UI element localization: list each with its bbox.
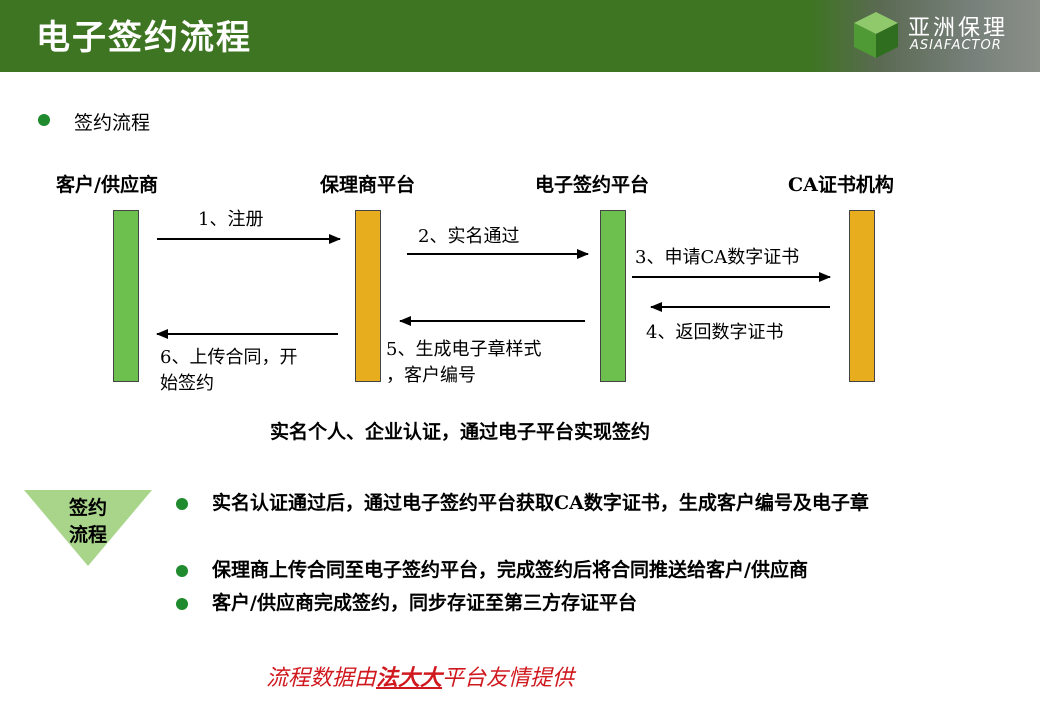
step-2-label: 2、实名通过 [418, 226, 520, 247]
step-5-label: 5、生成电子章样式 ，客户编号 [386, 337, 541, 389]
footer-prefix: 流程数据由 [266, 666, 377, 691]
step-6-line-1: 6、上传合同，开 [160, 347, 298, 368]
step-6-label: 6、上传合同，开 始签约 [160, 345, 297, 397]
bullet-dot-icon [176, 598, 188, 610]
section-label: 签约流程 [74, 112, 151, 134]
point-1: 实名认证通过后，通过电子签约平台获取CA数字证书，生成客户编号及电子章 [212, 492, 869, 514]
flow-summary: 实名个人、企业认证，通过电子平台实现签约 [270, 421, 651, 443]
cube-logo-icon [854, 12, 898, 58]
bullet-dot-icon [176, 565, 188, 577]
step-1-label: 1、注册 [198, 209, 264, 230]
logo-chinese-text: 亚洲保理 [908, 16, 1009, 41]
badge-line-1: 签约 [68, 497, 107, 519]
bullet-dot-icon [176, 498, 188, 510]
footer-credit: 流程数据由法大大平台友情提供 [266, 660, 574, 692]
lifeline-factor-platform [355, 210, 381, 382]
badge-triangle-icon [24, 490, 152, 566]
step-4-label: 4、返回数字证书 [646, 322, 784, 343]
bullet-dot-icon [38, 114, 50, 126]
step-6-line-2: 始签约 [160, 373, 214, 394]
party-esign-platform: 电子签约平台 [535, 174, 650, 196]
step-3-label: 3、申请CA数字证书 [635, 247, 800, 268]
party-ca-authority: CA证书机构 [788, 174, 894, 196]
point-3: 客户/供应商完成签约，同步存证至第三方存证平台 [212, 592, 637, 614]
footer-emphasis: 法大大 [376, 665, 443, 691]
lifeline-customer [113, 210, 139, 382]
page-title: 电子签约流程 [36, 18, 252, 58]
party-factor-platform: 保理商平台 [320, 174, 416, 196]
badge-label: 签约 流程 [62, 495, 114, 549]
logo-english-text: ASIAFACTOR [910, 38, 1002, 53]
step-5-line-2: ，客户编号 [386, 365, 476, 386]
badge-line-2: 流程 [68, 524, 107, 546]
point-2: 保理商上传合同至电子签约平台，完成签约后将合同推送给客户/供应商 [212, 559, 808, 581]
header-bar: 电子签约流程 亚洲保理 ASIAFACTOR [0, 0, 1040, 72]
footer-suffix: 平台友情提供 [442, 666, 575, 691]
step-5-line-1: 5、生成电子章样式 [386, 339, 542, 360]
logo: 亚洲保理 ASIAFACTOR [810, 0, 1040, 72]
party-customer: 客户/供应商 [56, 174, 158, 196]
lifeline-esign-platform [600, 210, 626, 382]
lifeline-ca-authority [849, 210, 875, 382]
